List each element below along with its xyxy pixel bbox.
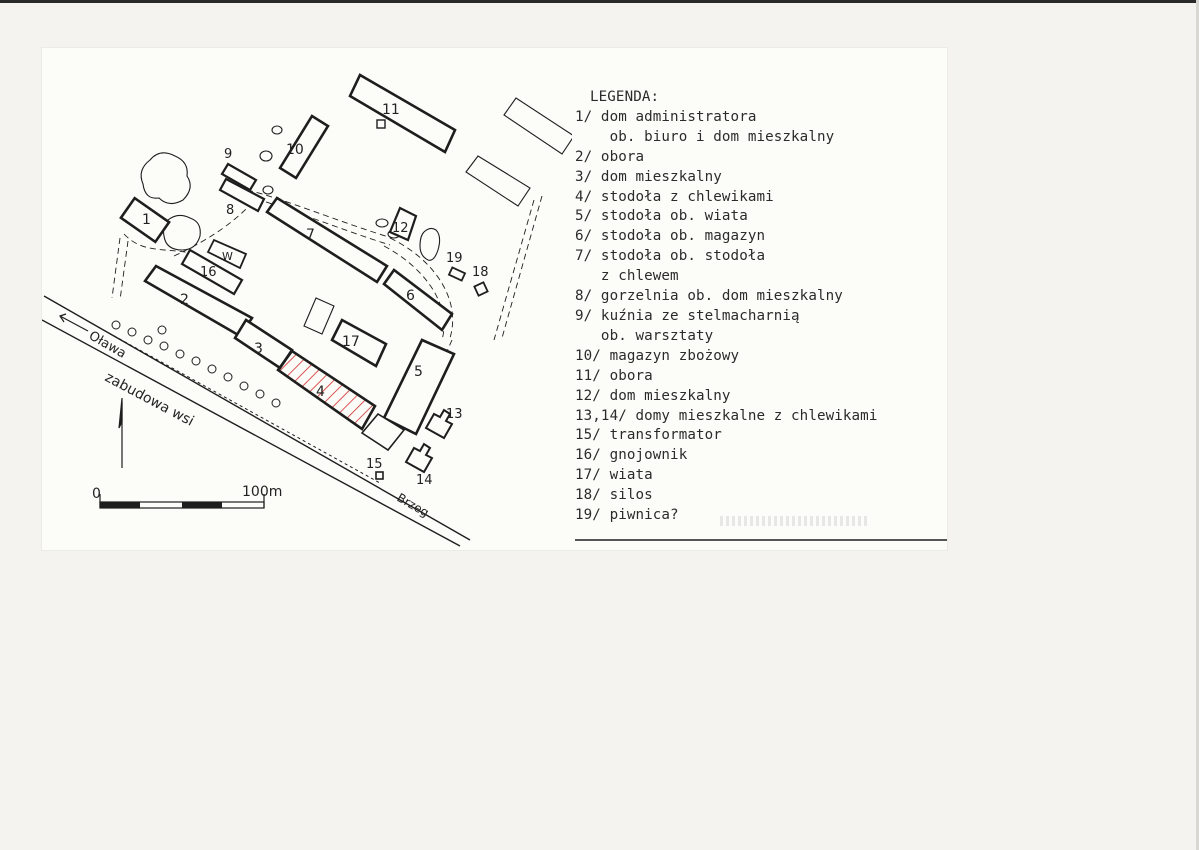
svg-text:19: 19 xyxy=(446,251,463,266)
scale-start: 0 xyxy=(92,486,101,502)
building-18: 18 xyxy=(472,265,489,297)
legend-item: 6/ stodoła ob. magazyn xyxy=(575,228,766,245)
svg-text:17: 17 xyxy=(342,334,360,350)
svg-text:2: 2 xyxy=(180,292,189,308)
building-4: 4 xyxy=(276,349,377,431)
label-river: Oława xyxy=(86,328,129,361)
legend-smudge xyxy=(720,516,870,526)
building-11: 11 xyxy=(348,73,457,154)
river-arrow xyxy=(59,313,89,332)
legend-item: 2/ obora xyxy=(575,148,645,165)
road-main xyxy=(42,295,471,547)
svg-text:12: 12 xyxy=(392,221,409,236)
svg-text:11: 11 xyxy=(382,102,400,118)
legend-title: LEGENDA: xyxy=(590,89,660,105)
scan-top-edge xyxy=(0,0,1199,3)
legend-underline xyxy=(575,539,947,541)
legend-item: 8/ gorzelnia ob. dom mieszkalny xyxy=(575,288,843,305)
legend-item: 19/ piwnica? xyxy=(575,507,679,524)
site-plan: 1 2 3 4 5 6 xyxy=(42,73,572,547)
scan-right-edge xyxy=(1196,0,1199,850)
building-6: 6 xyxy=(382,268,454,332)
svg-text:9: 9 xyxy=(224,147,232,162)
legend: LEGENDA: 1/ dom administratora ob. biuro… xyxy=(575,88,947,541)
legend-item: 9/ kuźnia ze stelmacharnią xyxy=(575,307,800,324)
building-2: 2 xyxy=(143,264,254,338)
building-5-annex xyxy=(360,412,406,452)
svg-text:18: 18 xyxy=(472,265,489,280)
legend-item: 12/ dom mieszkalny xyxy=(575,387,731,404)
svg-text:3: 3 xyxy=(254,341,263,357)
scale-end: 100m xyxy=(242,484,282,500)
svg-text:16: 16 xyxy=(200,265,217,280)
building-9: 9 xyxy=(220,147,258,192)
building-8: 8 xyxy=(218,177,266,218)
svg-text:1: 1 xyxy=(142,212,151,228)
building-17: 17 xyxy=(330,318,388,368)
legend-item: 4/ stodoła z chlewikami xyxy=(575,188,774,205)
legend-item: 16/ gnojownik xyxy=(575,447,688,464)
svg-text:5: 5 xyxy=(414,364,423,380)
legend-list: 1/ dom administratora ob. biuro i dom mi… xyxy=(575,108,947,526)
legend-item: ob. biuro i dom mieszkalny xyxy=(575,128,835,145)
svg-text:10: 10 xyxy=(286,142,304,158)
building-13: 13 xyxy=(424,407,463,440)
legend-item: 18/ silos xyxy=(575,487,653,504)
building-14: 14 xyxy=(404,442,434,488)
legend-item: 11/ obora xyxy=(575,367,653,384)
svg-text:W: W xyxy=(222,250,233,263)
building-5: 5 xyxy=(382,338,456,436)
building-15-transformer: 15 xyxy=(366,457,384,480)
roadside-trees xyxy=(111,320,281,408)
svg-text:8: 8 xyxy=(226,203,234,218)
building-10: 10 xyxy=(278,114,330,180)
legend-item: ob. warsztaty xyxy=(575,327,714,344)
legend-item: 3/ dom mieszkalny xyxy=(575,168,722,185)
legend-item: 1/ dom administratora xyxy=(575,108,757,125)
trees xyxy=(140,125,441,261)
outline-structures xyxy=(303,97,572,335)
north-arrow xyxy=(118,397,123,468)
svg-text:15: 15 xyxy=(366,457,383,472)
legend-item: 7/ stodoła ob. stodoła xyxy=(575,248,766,265)
legend-item: 10/ magazyn zbożowy xyxy=(575,347,740,364)
svg-text:13: 13 xyxy=(446,407,463,422)
building-16: 16 xyxy=(180,248,244,296)
building-1: 1 xyxy=(119,196,171,244)
building-7: 7 xyxy=(265,196,389,284)
building-12: 12 xyxy=(388,206,418,242)
scale-bar: 0 100m xyxy=(92,484,282,509)
legend-item: 5/ stodoła ob. wiata xyxy=(575,208,748,225)
map-sheet: 1 2 3 4 5 6 xyxy=(42,48,947,550)
svg-text:4: 4 xyxy=(316,384,325,400)
label-brzeg: Brzeg xyxy=(395,490,432,519)
legend-item: z chlewem xyxy=(575,268,679,285)
building-19: 19 xyxy=(446,251,467,282)
svg-text:14: 14 xyxy=(416,473,433,488)
svg-text:6: 6 xyxy=(406,288,415,304)
legend-item: 15/ transformator xyxy=(575,427,722,444)
legend-item: 17/ wiata xyxy=(575,467,653,484)
svg-text:7: 7 xyxy=(306,227,315,243)
building-w: W xyxy=(206,238,248,270)
legend-item: 13,14/ domy mieszkalne z chlewikami xyxy=(575,407,878,424)
